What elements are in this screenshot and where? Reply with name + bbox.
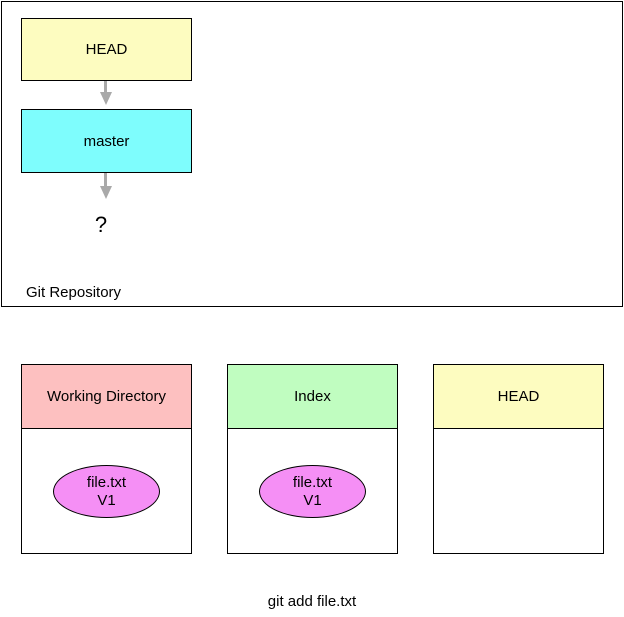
master-branch-label: master: [83, 132, 130, 150]
working-directory-title: Working Directory: [47, 388, 166, 405]
head-panel-title: HEAD: [497, 388, 540, 405]
working-directory-file-blob: file.txt V1: [53, 465, 160, 518]
file-name: file.txt: [292, 473, 333, 491]
head-panel-header: HEAD: [434, 365, 603, 429]
head-ref-label: HEAD: [85, 41, 128, 58]
head-to-master-arrow-line: [104, 81, 107, 94]
head-ref-box: HEAD: [21, 18, 192, 81]
master-branch-box: master: [21, 109, 192, 173]
repository-label: Git Repository: [26, 284, 122, 301]
index-file-blob: file.txt V1: [259, 465, 366, 518]
master-to-commit-arrow-line: [104, 173, 107, 188]
index-header: Index: [228, 365, 397, 429]
unknown-commit-marker: ?: [94, 212, 108, 237]
file-version: V1: [97, 491, 116, 509]
index-panel: Index file.txt V1: [227, 364, 398, 554]
working-directory-panel: Working Directory file.txt V1: [21, 364, 192, 554]
file-version: V1: [303, 491, 322, 509]
head-panel: HEAD: [433, 364, 604, 554]
command-caption: git add file.txt: [267, 593, 357, 610]
index-title: Index: [294, 388, 331, 405]
working-directory-header: Working Directory: [22, 365, 191, 429]
head-to-master-arrow-icon: [99, 92, 112, 105]
file-name: file.txt: [86, 473, 127, 491]
master-to-commit-arrow-icon: [99, 186, 112, 199]
